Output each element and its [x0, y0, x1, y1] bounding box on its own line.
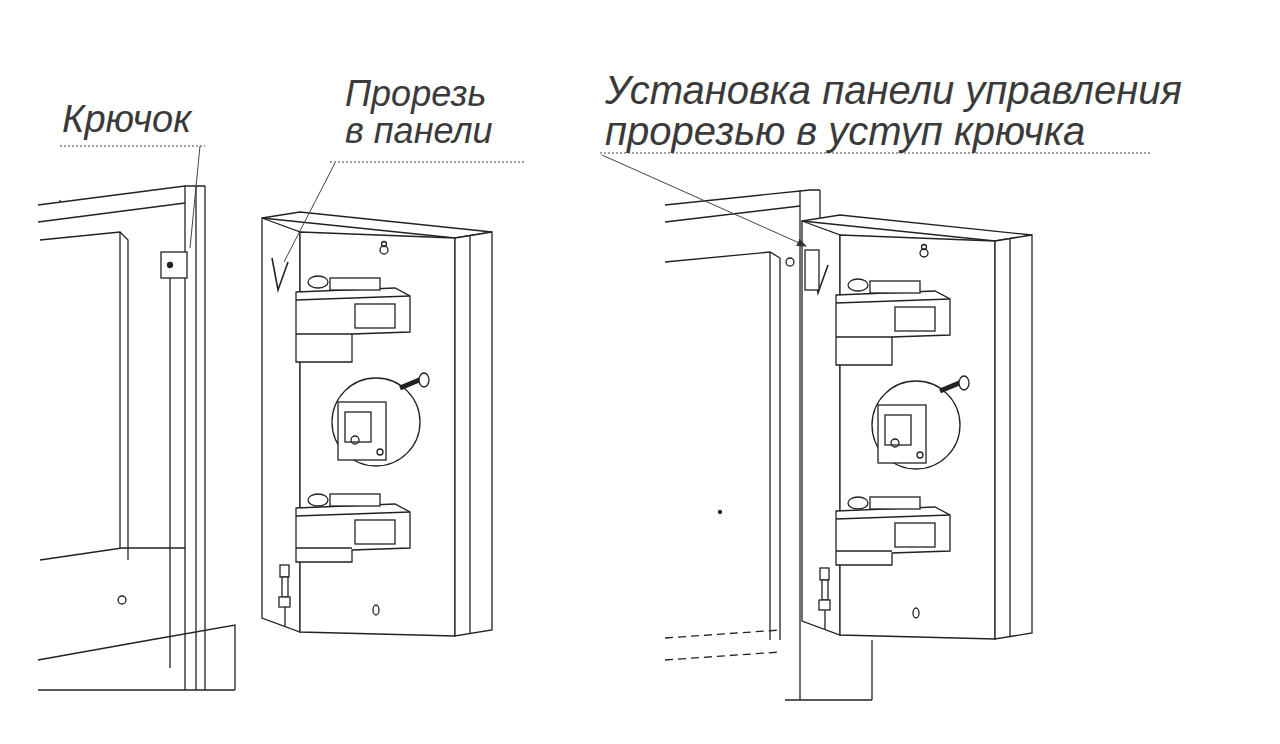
slot-label: Прорезь в панели — [345, 76, 513, 149]
installation-note: Установка панели управления прорезью в у… — [605, 70, 1265, 152]
hook-label: Крючок — [62, 100, 282, 139]
